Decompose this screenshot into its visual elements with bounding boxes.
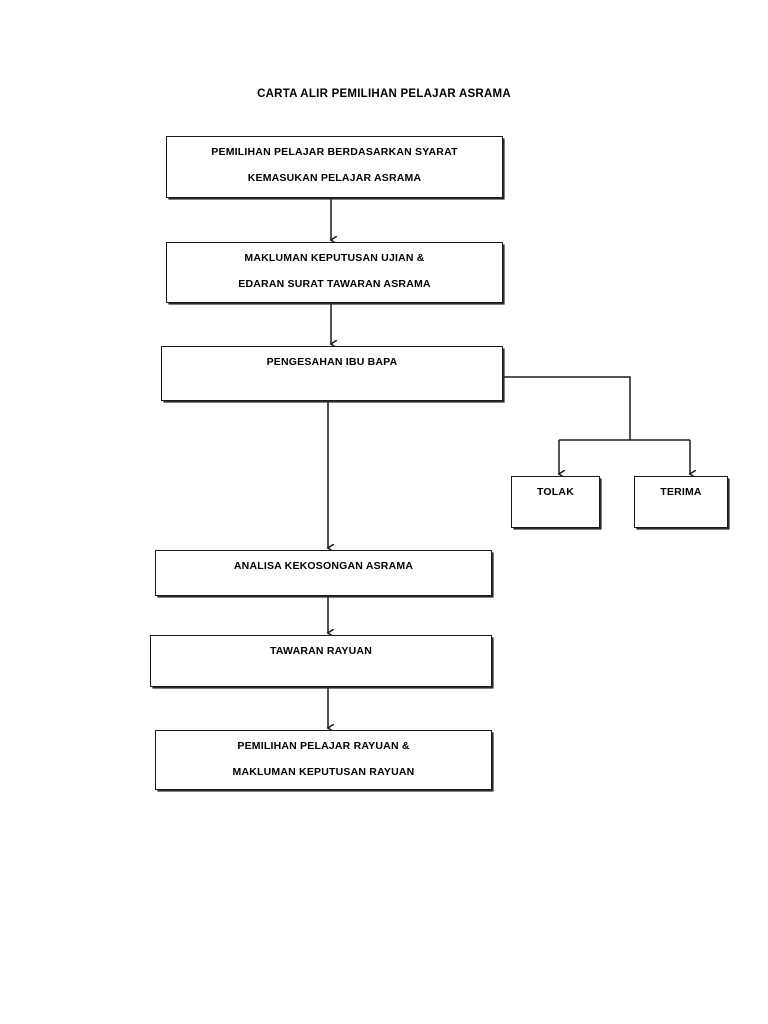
flow-node-text: PEMILIHAN PELAJAR BERDASARKAN SYARAT xyxy=(211,146,458,158)
flow-node-analisa-kekosongan-asrama[interactable]: ANALISA KEKOSONGAN ASRAMA xyxy=(155,550,492,596)
flow-node-text: ANALISA KEKOSONGAN ASRAMA xyxy=(233,560,414,572)
flow-node-makluman-keputusan-ujian[interactable]: MAKLUMAN KEPUTUSAN UJIAN & EDARAN SURAT … xyxy=(166,242,503,303)
flow-node-text: KEMASUKAN PELAJAR ASRAMA xyxy=(247,171,422,184)
flow-node-text: PEMILIHAN PELAJAR RAYUAN & xyxy=(237,740,410,752)
flow-node-terima[interactable]: TERIMA xyxy=(634,476,728,528)
flow-node-tawaran-rayuan[interactable]: TAWARAN RAYUAN xyxy=(150,635,492,687)
flow-node-tolak[interactable]: TOLAK xyxy=(511,476,600,528)
flow-node-pemilihan-pelajar-rayuan[interactable]: PEMILIHAN PELAJAR RAYUAN & MAKLUMAN KEPU… xyxy=(155,730,492,790)
edge-n3-branch-trunk xyxy=(503,376,631,440)
flow-node-text: EDARAN SURAT TAWARAN ASRAMA xyxy=(238,277,431,290)
flow-node-text: TAWARAN RAYUAN xyxy=(270,645,372,657)
flow-node-text: MAKLUMAN KEPUTUSAN RAYUAN xyxy=(232,765,415,778)
flow-node-text: MAKLUMAN KEPUTUSAN UJIAN & xyxy=(244,252,425,264)
flow-node-text: TOLAK xyxy=(537,486,574,498)
flow-node-text: TERIMA xyxy=(660,486,702,498)
flow-node-text: PENGESAHAN IBU BAPA xyxy=(266,356,398,368)
flow-node-pengesahan-ibu-bapa[interactable]: PENGESAHAN IBU BAPA xyxy=(161,346,503,401)
flow-node-pemilihan-pelajar-syarat[interactable]: PEMILIHAN PELAJAR BERDASARKAN SYARAT KEM… xyxy=(166,136,503,198)
page-title: CARTA ALIR PEMILIHAN PELAJAR ASRAMA xyxy=(257,88,511,100)
